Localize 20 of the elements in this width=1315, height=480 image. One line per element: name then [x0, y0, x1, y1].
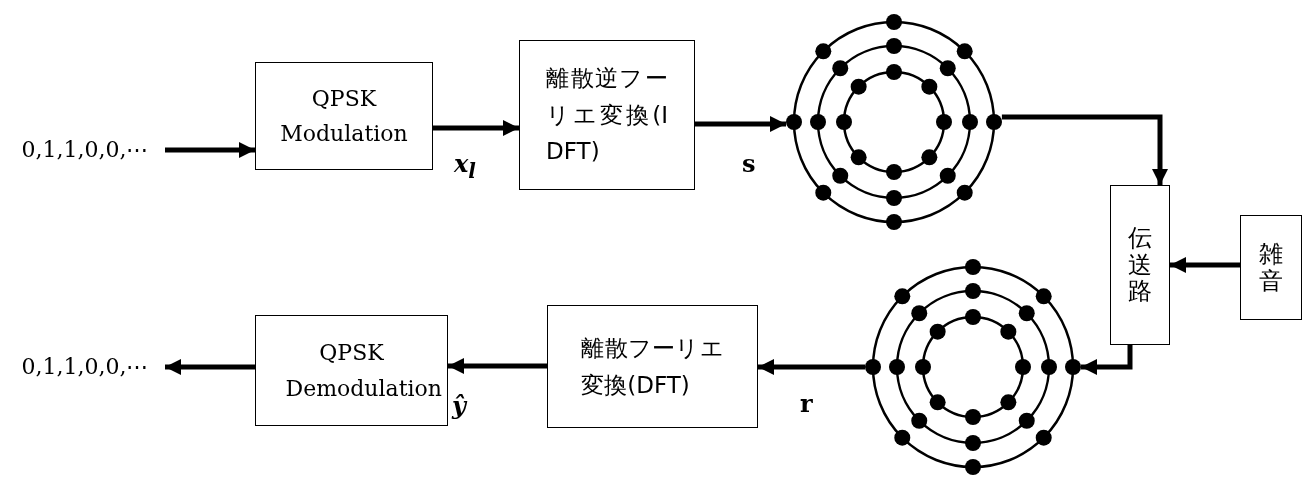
process-box: 離散フーリエ変換(DFT)	[547, 305, 758, 428]
process-box: 離散逆フーリエ変換(IDFT)	[519, 40, 695, 190]
arrow	[695, 116, 786, 132]
arrow	[1001, 114, 1168, 185]
arrow	[165, 359, 255, 375]
edge-label: ŷ	[450, 392, 468, 421]
arrow	[448, 358, 547, 374]
constellation-drawing	[784, 12, 1004, 232]
arrow	[165, 142, 255, 158]
arrow	[433, 120, 519, 136]
bit-sequence-text: 0,1,1,0,0,⋯	[5, 130, 165, 170]
arrow	[1081, 345, 1133, 375]
process-box: QPSK Demodulation	[255, 315, 448, 426]
process-box: 伝送路	[1110, 185, 1170, 345]
process-box: 雑音	[1240, 215, 1302, 320]
constellation-drawing	[863, 257, 1083, 477]
arrow	[1170, 257, 1240, 273]
bit-sequence-text: 0,1,1,0,0,⋯	[5, 347, 165, 387]
process-box: QPSK Modulation	[255, 62, 433, 170]
arrow	[758, 359, 865, 375]
